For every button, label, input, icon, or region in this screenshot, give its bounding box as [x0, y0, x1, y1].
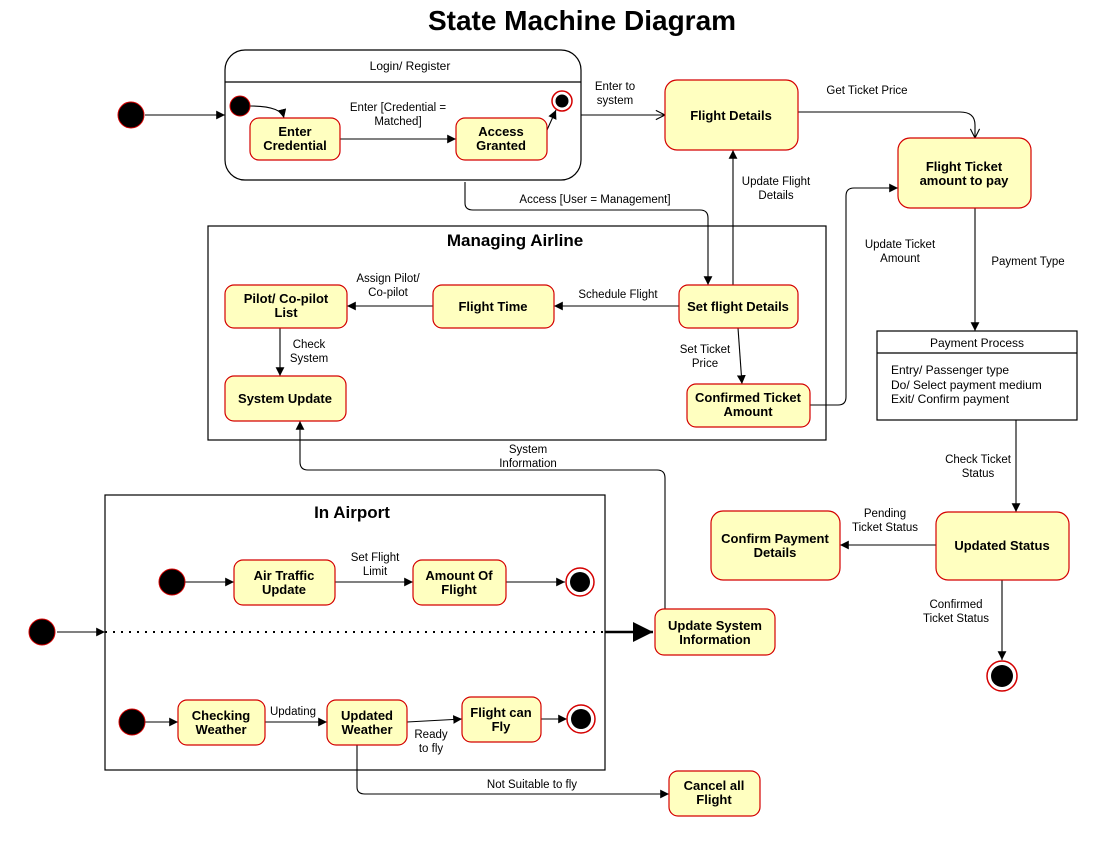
payment-process-box: Payment Process Entry/ Passenger type Do… — [876, 330, 1078, 421]
initial-state — [117, 101, 145, 129]
weather-initial-state — [118, 708, 146, 736]
svg-text:System Update: System Update — [238, 391, 332, 406]
login-initial-state — [229, 95, 251, 117]
label-enter-credential-matched: Enter [Credential =Matched] — [350, 102, 446, 128]
weather-final-state — [566, 704, 596, 734]
state-set-flight-details: Set flight Details — [678, 284, 799, 329]
svg-text:Set flight Details: Set flight Details — [687, 299, 789, 314]
login-register-title: Login/ Register — [370, 59, 451, 73]
traffic-initial-state — [158, 568, 186, 596]
label-get-ticket-price: Get Ticket Price — [826, 85, 907, 97]
state-updated-status: Updated Status — [935, 511, 1070, 581]
label-payment-type: Payment Type — [991, 256, 1064, 268]
in-airport-title: In Airport — [314, 503, 390, 522]
transitions — [57, 105, 1021, 799]
airport-initial-state — [28, 618, 56, 646]
payment-do-action: Do/ Select payment medium — [891, 378, 1042, 392]
state-flight-details: Flight Details — [664, 79, 799, 151]
login-final-state — [551, 90, 573, 112]
managing-airline-title: Managing Airline — [447, 231, 583, 250]
label-updating: Updating — [270, 706, 316, 718]
state-flight-time: Flight Time — [432, 284, 555, 329]
state-system-update: System Update — [224, 375, 347, 422]
svg-text:Flight Time: Flight Time — [458, 299, 527, 314]
payment-entry-action: Entry/ Passenger type — [891, 363, 1009, 377]
svg-text:Updated Status: Updated Status — [954, 538, 1049, 553]
label-not-suitable: Not Suitable to fly — [487, 779, 577, 791]
label-assign-pilot: Assign Pilot/Co-pilot — [356, 273, 420, 299]
traffic-final-state — [565, 567, 595, 597]
pseudostates — [28, 90, 1018, 736]
diagram-title: State Machine Diagram — [428, 5, 736, 36]
payment-exit-action: Exit/ Confirm payment — [891, 392, 1010, 406]
label-schedule-flight: Schedule Flight — [578, 289, 658, 301]
payment-final-state — [986, 660, 1018, 692]
svg-text:Flight Details: Flight Details — [690, 108, 772, 123]
label-access-management: Access [User = Management] — [519, 194, 670, 206]
payment-process-title: Payment Process — [930, 336, 1024, 350]
